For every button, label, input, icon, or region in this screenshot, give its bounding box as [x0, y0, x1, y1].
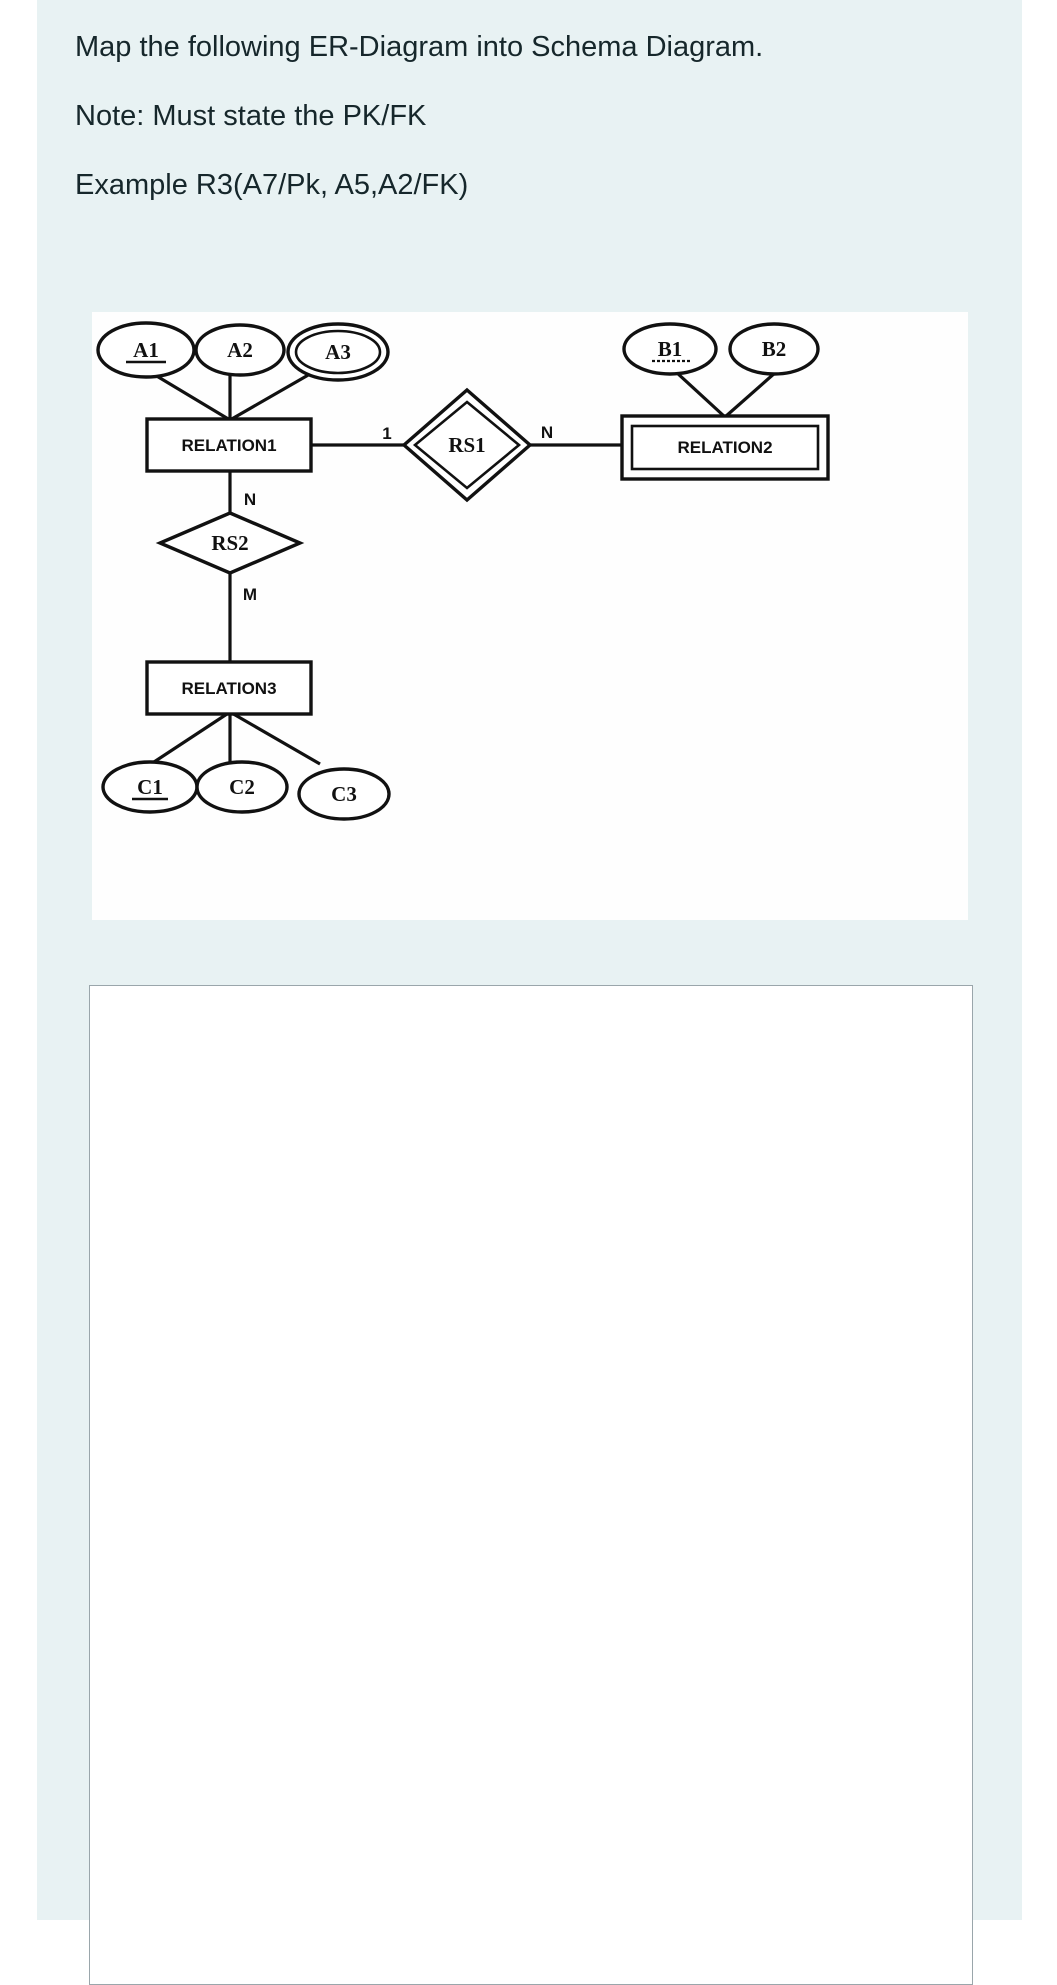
attribute-b1-label: B1	[658, 337, 683, 361]
edge-a3-relation1	[229, 372, 311, 422]
er-diagram-image: A1 A2 A3 B1 B2	[92, 312, 968, 920]
cardinality-rs1-right: N	[541, 423, 553, 442]
question-line-3: Example R3(A7/Pk, A5,A2/FK)	[75, 169, 469, 201]
attribute-c1-label: C1	[137, 775, 163, 799]
entity-relation1-label: RELATION1	[181, 436, 276, 455]
attribute-a1-label: A1	[133, 338, 159, 362]
attribute-a2: A2	[194, 323, 286, 377]
entity-relation2: RELATION2	[620, 414, 830, 481]
edge-relation3-c3	[229, 710, 321, 766]
cardinality-rs2-bottom: M	[243, 585, 257, 604]
attribute-c2-label: C2	[229, 775, 255, 799]
attribute-c1: C1	[101, 760, 199, 814]
page-content-area: Map the following ER-Diagram into Schema…	[37, 0, 1022, 1985]
entity-relation1: RELATION1	[145, 417, 313, 473]
attribute-a3: A3	[286, 322, 390, 382]
attribute-c3-label: C3	[331, 782, 357, 806]
attribute-b2: B2	[728, 322, 820, 376]
attribute-b2-label: B2	[762, 337, 787, 361]
entity-relation2-label: RELATION2	[677, 438, 772, 457]
question-line-1: Map the following ER-Diagram into Schema…	[75, 31, 764, 63]
attribute-a2-label: A2	[227, 338, 253, 362]
cardinality-rs2-top: N	[244, 490, 256, 509]
relationship-rs1: RS1	[401, 387, 533, 503]
relationship-rs2: RS2	[155, 511, 305, 575]
attribute-b1: B1	[622, 322, 718, 376]
attribute-c2: C2	[195, 760, 289, 814]
entity-relation3-label: RELATION3	[181, 679, 276, 698]
question-line-2: Note: Must state the PK/FK	[75, 100, 427, 132]
relationship-rs1-label: RS1	[448, 433, 485, 457]
edge-b1-relation2	[674, 370, 727, 419]
er-diagram-svg: A1 A2 A3 B1 B2	[96, 321, 830, 821]
cardinality-rs1-left: 1	[382, 424, 391, 443]
attribute-a3-label: A3	[325, 340, 351, 364]
question-prompt: Map the following ER-Diagram into Schema…	[75, 24, 775, 209]
entity-relation3: RELATION3	[145, 660, 313, 716]
edge-b2-relation2	[723, 370, 778, 419]
relationship-rs2-label: RS2	[211, 531, 248, 555]
answer-input-area[interactable]	[89, 985, 973, 1985]
attribute-a1: A1	[96, 321, 196, 379]
edge-a1-relation1	[149, 370, 231, 422]
attribute-c3: C3	[297, 767, 391, 821]
edge-relation3-c1	[153, 710, 231, 764]
